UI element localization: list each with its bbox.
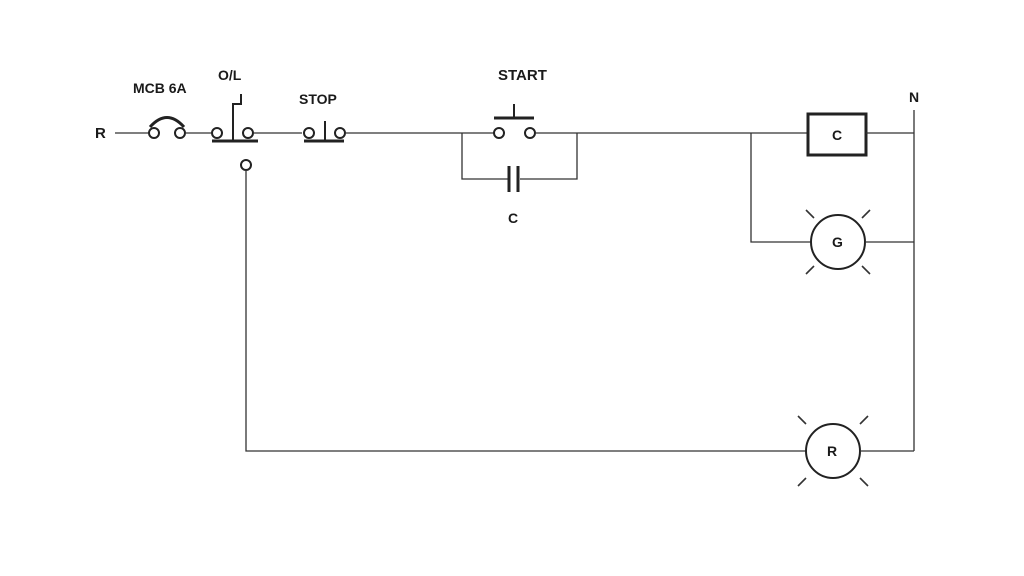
green-lamp-ray <box>805 265 815 275</box>
green-lamp-ray <box>861 265 871 275</box>
mcb: MCB 6A <box>133 80 187 139</box>
overload-terminal-lower <box>240 159 252 171</box>
red-lamp-ray <box>859 477 869 487</box>
start-label: START <box>498 67 547 84</box>
green-lamp-label: G <box>832 234 843 250</box>
red-lamp-label: R <box>827 443 837 459</box>
stop-terminal-right <box>334 127 346 139</box>
red-lamp-ray <box>797 477 807 487</box>
green-lamp-ray <box>861 209 871 219</box>
mcb-terminal-left <box>148 127 160 139</box>
overload-terminal-right <box>242 127 254 139</box>
overload-contact: O/L <box>211 67 258 171</box>
stop-button: STOP <box>299 91 346 143</box>
red-lamp: R <box>797 415 869 487</box>
coil-box <box>806 112 868 157</box>
green-lamp-branch <box>750 133 810 243</box>
hold-contact-label: C <box>508 210 518 226</box>
hold-contact-wire <box>461 133 508 180</box>
green-lamp: G <box>805 209 871 275</box>
start-terminal-right <box>524 127 536 139</box>
stop-label: STOP <box>299 91 337 107</box>
mcb-label: MCB 6A <box>133 80 187 96</box>
contactor-coil: C <box>806 112 868 157</box>
overload-label: O/L <box>218 67 242 83</box>
coil-label: C <box>832 127 842 143</box>
neutral-label: N <box>909 89 919 105</box>
hold-contact-wire-right <box>520 133 578 180</box>
start-terminal-left <box>493 127 505 139</box>
red-lamp-branch <box>245 170 808 452</box>
start-button: START <box>493 67 547 139</box>
red-lamp-ray <box>859 415 869 425</box>
overload-actuator <box>232 94 242 118</box>
green-lamp-ray <box>805 209 815 219</box>
stop-terminal-left <box>303 127 315 139</box>
mcb-arc <box>148 116 186 129</box>
phase-label: R <box>95 125 106 142</box>
overload-terminal-left <box>211 127 223 139</box>
hold-contact: C <box>461 133 578 226</box>
red-lamp-ray <box>797 415 807 425</box>
mcb-terminal-right <box>174 127 186 139</box>
